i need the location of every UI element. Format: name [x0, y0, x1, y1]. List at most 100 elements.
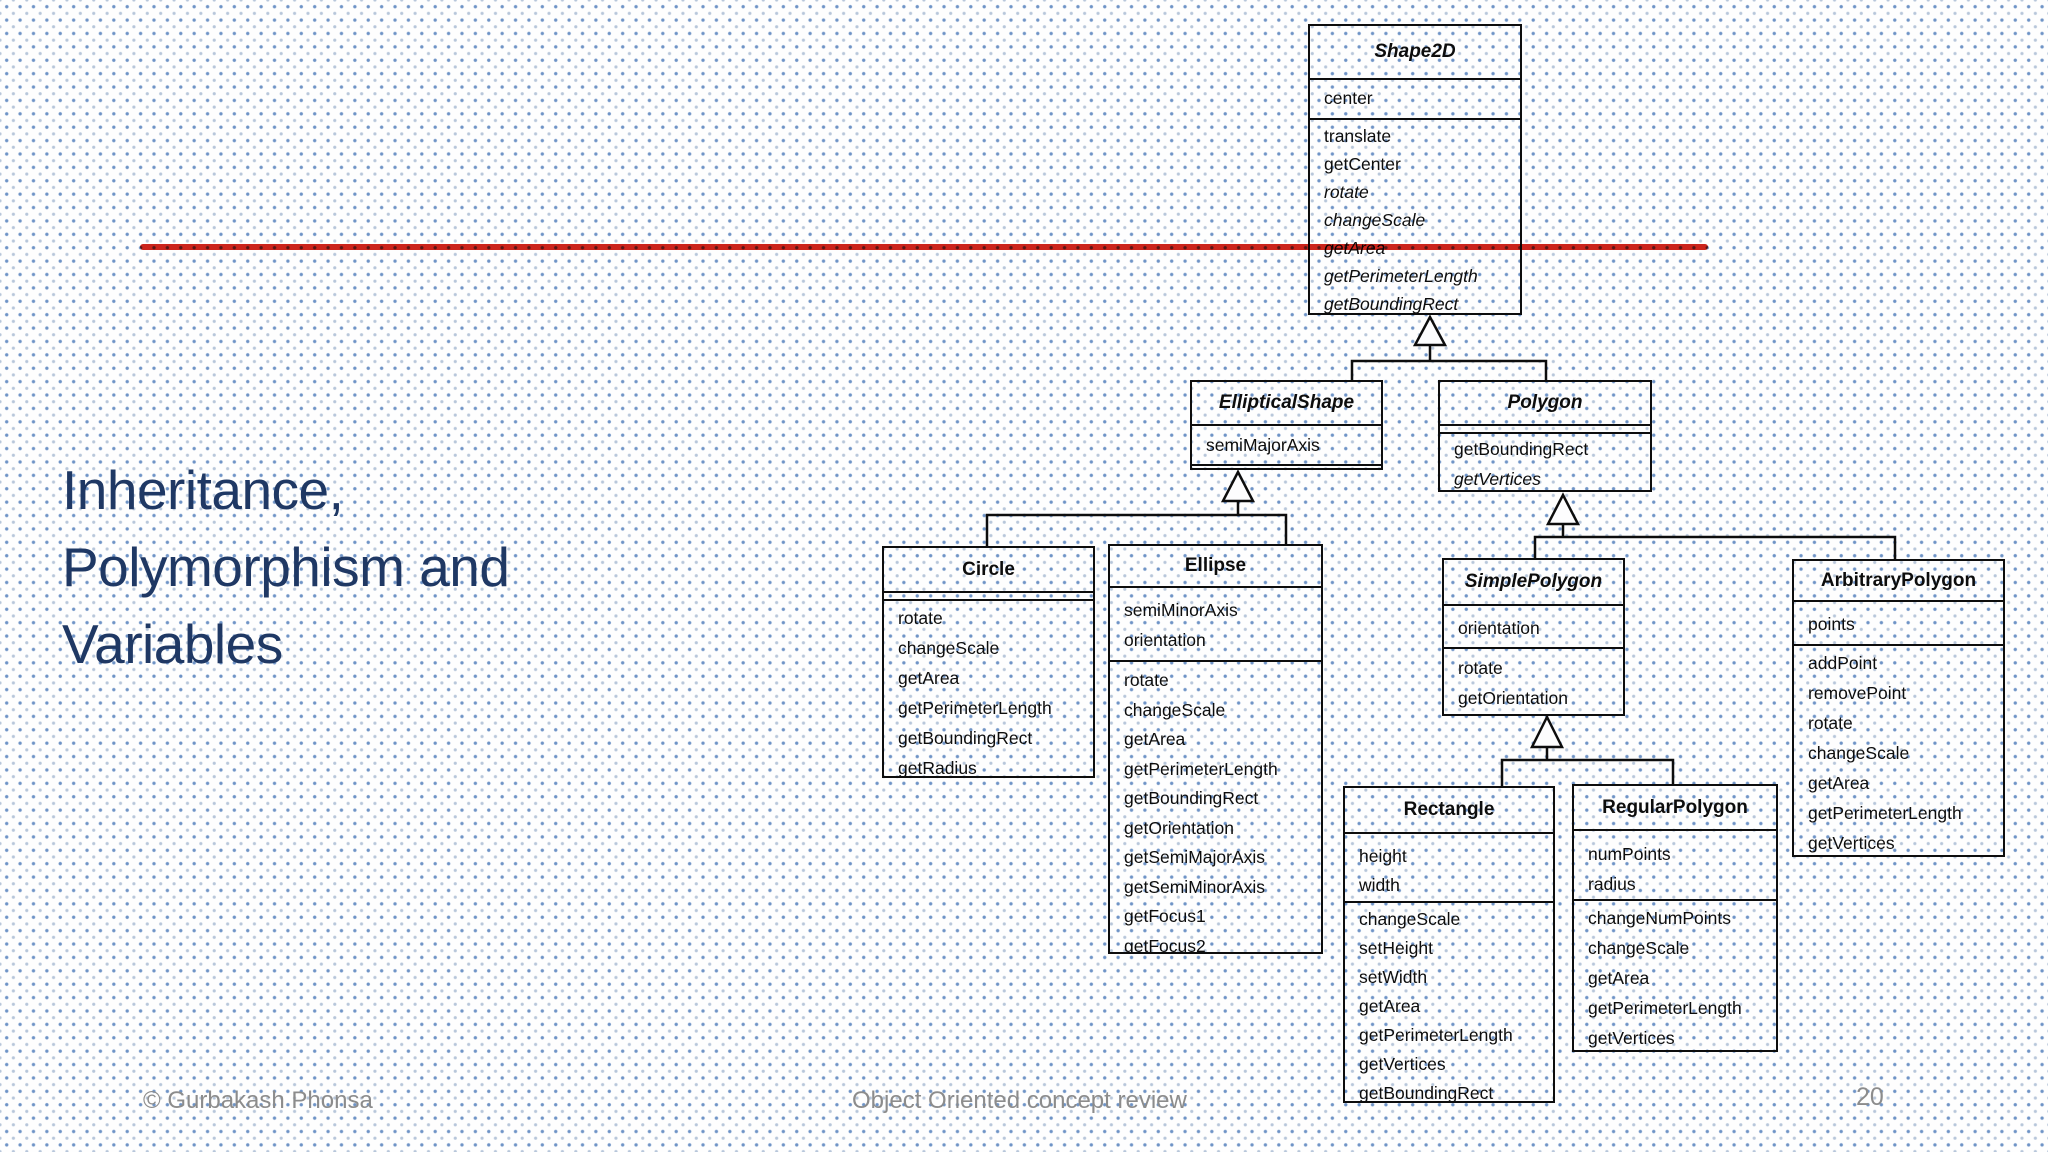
- class-box-rectangle: Rectangle height width changeScale setHeig…: [1343, 786, 1555, 1103]
- member-row: changeScale: [1324, 210, 1426, 230]
- class-methods: rotate changeScale getArea getPerimeterLeng…: [1110, 660, 1321, 952]
- class-title: SimplePolygon: [1464, 571, 1603, 592]
- class-attributes: semiMinorAxis orientation: [1110, 586, 1321, 660]
- member-row: getPerimeterLength: [1808, 803, 1962, 823]
- member-row: radius: [1588, 874, 1636, 894]
- slide-page-number: 20: [1856, 1083, 1884, 1111]
- member-row: getVertices: [1359, 1054, 1446, 1074]
- slide-title-line: Polymorphism and: [62, 536, 510, 598]
- member-row: getArea: [1808, 773, 1870, 793]
- slide-title-line: Variables: [62, 613, 283, 675]
- member-row: height: [1359, 846, 1407, 866]
- member-row: getPerimeterLength: [1588, 998, 1742, 1018]
- member-row: getBoundingRect: [1324, 294, 1459, 313]
- class-title: RegularPolygon: [1602, 796, 1748, 818]
- class-box-simplepolygon: SimplePolygon orientation rotate getOrien…: [1442, 558, 1625, 716]
- member-row: orientation: [1458, 618, 1540, 638]
- member-row: getArea: [898, 668, 960, 688]
- class-attributes: center: [1310, 78, 1520, 118]
- member-row: getArea: [1124, 729, 1186, 749]
- member-row: getBoundingRect: [1359, 1083, 1494, 1101]
- member-row: getArea: [1359, 996, 1421, 1016]
- member-row: semiMajorAxis: [1206, 435, 1320, 455]
- class-box-regularpolygon: RegularPolygon numPoints radius changeNum…: [1572, 784, 1778, 1052]
- member-row: width: [1359, 875, 1400, 895]
- member-row: semiMinorAxis: [1124, 600, 1238, 620]
- footer-copyright: © Gurbakash Phonsa: [143, 1087, 373, 1114]
- member-row: numPoints: [1588, 844, 1671, 864]
- member-row: getOrientation: [1458, 688, 1568, 708]
- class-title: Circle: [962, 558, 1015, 580]
- member-row: rotate: [898, 608, 943, 628]
- class-attributes: height width: [1345, 832, 1553, 901]
- class-box-arbitrarypolygon: ArbitraryPolygon points addPoint removePo…: [1792, 559, 2005, 857]
- class-box-ellipse: Ellipse semiMinorAxis orientation rotate c…: [1108, 544, 1323, 954]
- member-row: getPerimeterLength: [898, 698, 1052, 718]
- class-title: Polygon: [1507, 392, 1583, 413]
- member-row: getRadius: [898, 758, 977, 776]
- class-box-circle: Circle rotate changeScale getArea getPerime…: [882, 546, 1095, 778]
- member-row: center: [1324, 88, 1373, 108]
- class-attributes: orientation: [1444, 604, 1623, 647]
- member-row: changeScale: [1359, 909, 1461, 929]
- class-methods: changeScale setHeight setWidth getArea getPe…: [1345, 901, 1553, 1101]
- class-attributes: points: [1794, 600, 2003, 644]
- class-methods: [1192, 464, 1381, 468]
- class-title: Ellipse: [1184, 555, 1247, 576]
- member-row: getArea: [1588, 968, 1650, 988]
- class-title: ArbitraryPolygon: [1820, 569, 1977, 591]
- member-row: changeScale: [1124, 699, 1226, 720]
- member-row: changeScale: [898, 638, 1000, 658]
- generalization-arrow-icon: [1545, 492, 1581, 526]
- slide-title: Inheritance, Polymorphism and Variables: [62, 452, 510, 683]
- member-row: changeScale: [1588, 938, 1690, 958]
- member-row: changeNumPoints: [1588, 908, 1731, 928]
- member-row: getSemiMinorAxis: [1124, 876, 1266, 897]
- footer-title: Object Oriented concept review: [852, 1087, 1187, 1114]
- member-row: getOrientation: [1124, 817, 1234, 838]
- member-row: addPoint: [1808, 653, 1878, 673]
- member-row: getFocus1: [1124, 906, 1206, 926]
- member-row: points: [1808, 614, 1855, 634]
- member-row: orientation: [1124, 629, 1206, 650]
- member-row: rotate: [1124, 670, 1169, 690]
- member-row: rotate: [1808, 713, 1853, 733]
- class-attributes: [884, 591, 1093, 599]
- class-methods: translategetCenterrotatechangeScalegetAr…: [1310, 118, 1520, 313]
- class-attributes: numPoints radius: [1574, 829, 1776, 899]
- member-row: removePoint: [1808, 683, 1907, 703]
- member-row: getPerimeterLength: [1324, 266, 1478, 286]
- member-row: changeScale: [1808, 743, 1910, 763]
- member-row: getSemiMajorAxis: [1124, 847, 1266, 867]
- member-row: getPerimeterLength: [1359, 1025, 1513, 1045]
- member-row: getPerimeterLength: [1124, 758, 1278, 779]
- class-title: Shape2D: [1374, 41, 1456, 62]
- member-row: getVertices: [1588, 1028, 1675, 1048]
- member-row: rotate: [1324, 182, 1369, 202]
- class-title: Rectangle: [1403, 799, 1495, 820]
- member-row: getVertices: [1454, 469, 1541, 489]
- member-row: getFocus2: [1124, 935, 1206, 953]
- member-row: getCenter: [1324, 154, 1401, 174]
- class-attributes: [1440, 424, 1650, 432]
- generalization-arrow-icon: [1412, 314, 1448, 347]
- generalization-arrow-icon: [1529, 714, 1565, 749]
- member-row: setHeight: [1359, 938, 1433, 958]
- class-attributes: semiMajorAxis: [1192, 424, 1381, 464]
- member-row: getBoundingRect: [1124, 788, 1259, 808]
- red-divider-line: [140, 244, 1708, 250]
- class-box-ellipticalshape: EllipticalShape semiMajorAxis: [1190, 380, 1383, 470]
- class-box-shape2d: Shape2D center translate getCenter rotate c…: [1308, 24, 1522, 315]
- class-methods: rotate changeScale getArea getPerimeterLeng…: [884, 599, 1093, 776]
- class-methods: addPoint removePoint rotate changeScale getA…: [1794, 644, 2003, 855]
- member-row: rotate: [1458, 658, 1503, 678]
- generalization-arrow-icon: [1220, 469, 1256, 503]
- slide-title-line: Inheritance,: [62, 459, 344, 521]
- member-row: getBoundingRect: [898, 728, 1033, 748]
- member-row: translate: [1324, 126, 1392, 146]
- class-title: EllipticalShape: [1218, 392, 1355, 413]
- member-row: setWidth: [1359, 967, 1428, 987]
